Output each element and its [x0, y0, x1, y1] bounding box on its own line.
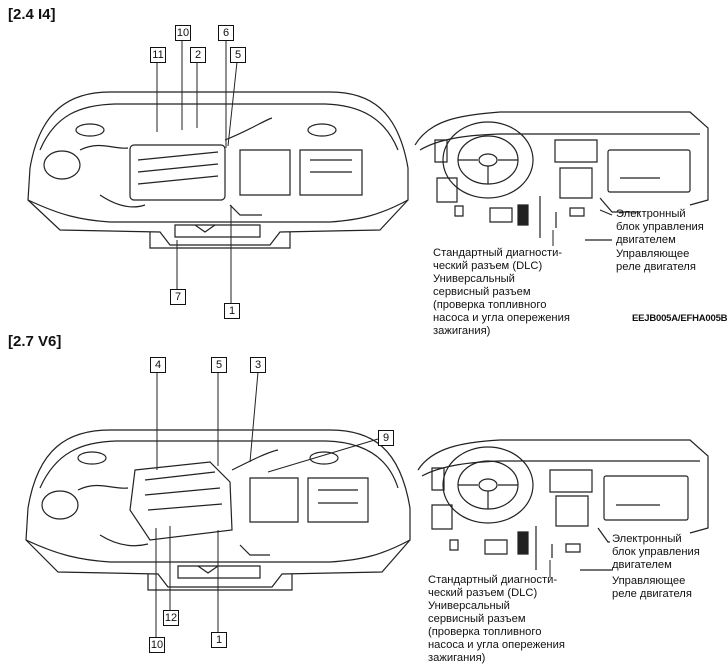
callout-7: 7: [170, 289, 186, 305]
caption-dlc: Стандартный диагности- ческий разъем (DL…: [433, 247, 570, 337]
callout-6: 6: [218, 25, 234, 41]
dashboard-v6-illustration: [418, 440, 708, 570]
caption-dlc: Стандартный диагности- ческий разъем (DL…: [428, 574, 565, 664]
caption-ecu: Электронный блок управления двигателем: [616, 208, 704, 246]
callout-4: 4: [150, 357, 166, 373]
leader-lines-i4: [157, 40, 612, 303]
callout-12: 12: [163, 610, 179, 626]
caption-ecu: Электронный блок управления двигателем: [612, 533, 700, 571]
leader-lines-v6: [156, 370, 550, 637]
engine-bay-i4-illustration: [28, 92, 408, 248]
section-title-i4: [2.4 I4]: [8, 6, 56, 23]
callout-9: 9: [378, 430, 394, 446]
caption-relay: Управляющее реле двигателя: [616, 248, 696, 273]
callout-10: 10: [175, 25, 191, 41]
callout-1: 1: [211, 632, 227, 648]
engine-bay-v6-illustration: [26, 430, 410, 590]
figure-code: EEJB005A/EFHA005B: [632, 313, 727, 324]
caption-relay: Управляющее реле двигателя: [612, 575, 692, 600]
callout-2: 2: [190, 47, 206, 63]
callout-11: 11: [150, 47, 166, 63]
callout-5: 5: [230, 47, 246, 63]
callout-1: 1: [224, 303, 240, 319]
callout-10: 10: [149, 637, 165, 653]
dashboard-i4-illustration: [415, 112, 708, 240]
section-title-v6: [2.7 V6]: [8, 333, 62, 350]
callout-3: 3: [250, 357, 266, 373]
callout-5: 5: [211, 357, 227, 373]
